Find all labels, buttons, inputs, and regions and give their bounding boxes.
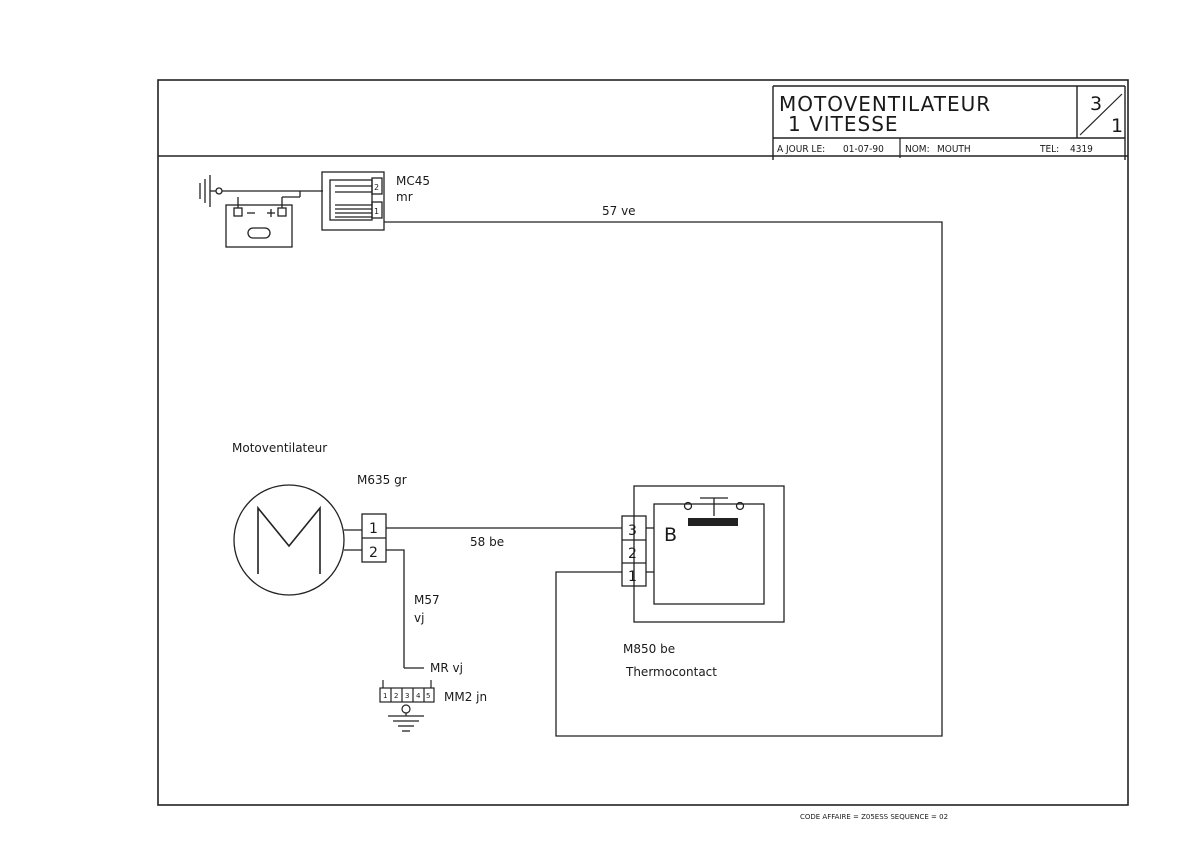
sheet-number: 3: [1090, 93, 1102, 115]
m850-pin-2: 2: [628, 546, 637, 562]
wire-57-ve: [384, 221, 943, 737]
tel-label: TEL:: [1039, 144, 1059, 155]
update-date: 01-07-90: [843, 144, 884, 155]
battery-ground-icon: [199, 175, 300, 207]
mc45-pin-1: 1: [374, 207, 379, 216]
m57-color: vj: [414, 611, 424, 625]
mm2-pin-1: 1: [383, 692, 387, 700]
wire-57-label: 57 ve: [602, 204, 636, 218]
m635-pin-2: 2: [369, 545, 378, 561]
m57-ref: M57: [414, 593, 440, 607]
mc45-pin-2: 2: [374, 183, 379, 192]
m635-pin-1: 1: [369, 521, 378, 537]
mm2-ref: MM2 jn: [444, 690, 487, 704]
motor-icon: [233, 484, 362, 596]
mm2-pin-3: 3: [405, 692, 409, 700]
wire-m57: [386, 549, 405, 668]
title-line-2: 1 VITESSE: [788, 112, 899, 136]
footer-code: CODE AFFAIRE = Z05ESS SEQUENCE = 02: [800, 813, 948, 821]
ground-icon: [388, 715, 424, 732]
m635-ref: M635 gr: [357, 473, 407, 487]
battery-icon: [225, 196, 300, 248]
mc45-color: mr: [396, 190, 413, 204]
m850-ref: M850 be: [623, 642, 675, 656]
motor-name: Motoventilateur: [232, 441, 327, 455]
bimetal-strip-icon: [688, 518, 738, 526]
m850-thermocontact: [621, 485, 785, 623]
m850-symbol: B: [664, 524, 677, 546]
name-value: MOUTH: [937, 144, 971, 155]
name-label: NOM:: [905, 144, 930, 155]
mc45-connector: [321, 171, 385, 231]
mm2-pin-5: 5: [426, 692, 430, 700]
update-label: A JOUR LE:: [777, 144, 825, 155]
tel-value: 4319: [1070, 144, 1093, 155]
mm2-ground-block: [379, 680, 435, 716]
wire-58-label: 58 be: [470, 535, 504, 549]
m850-pin-3: 3: [628, 523, 637, 539]
m635-connector: [361, 513, 387, 563]
sheet-total: 1: [1111, 115, 1123, 137]
sheet-frame: [157, 79, 1129, 806]
mc45-ref: MC45: [396, 174, 430, 188]
mr-ref: MR vj: [430, 661, 463, 675]
title-line-1: MOTOVENTILATEUR: [779, 92, 991, 116]
mm2-pin-4: 4: [416, 692, 421, 700]
m850-pin-1: 1: [628, 569, 637, 585]
title-block: MOTOVENTILATEUR 1 VITESSE 3 1 A JOUR LE:…: [772, 85, 1126, 160]
mm2-pin-2: 2: [394, 692, 398, 700]
m850-name: Thermocontact: [625, 665, 717, 679]
